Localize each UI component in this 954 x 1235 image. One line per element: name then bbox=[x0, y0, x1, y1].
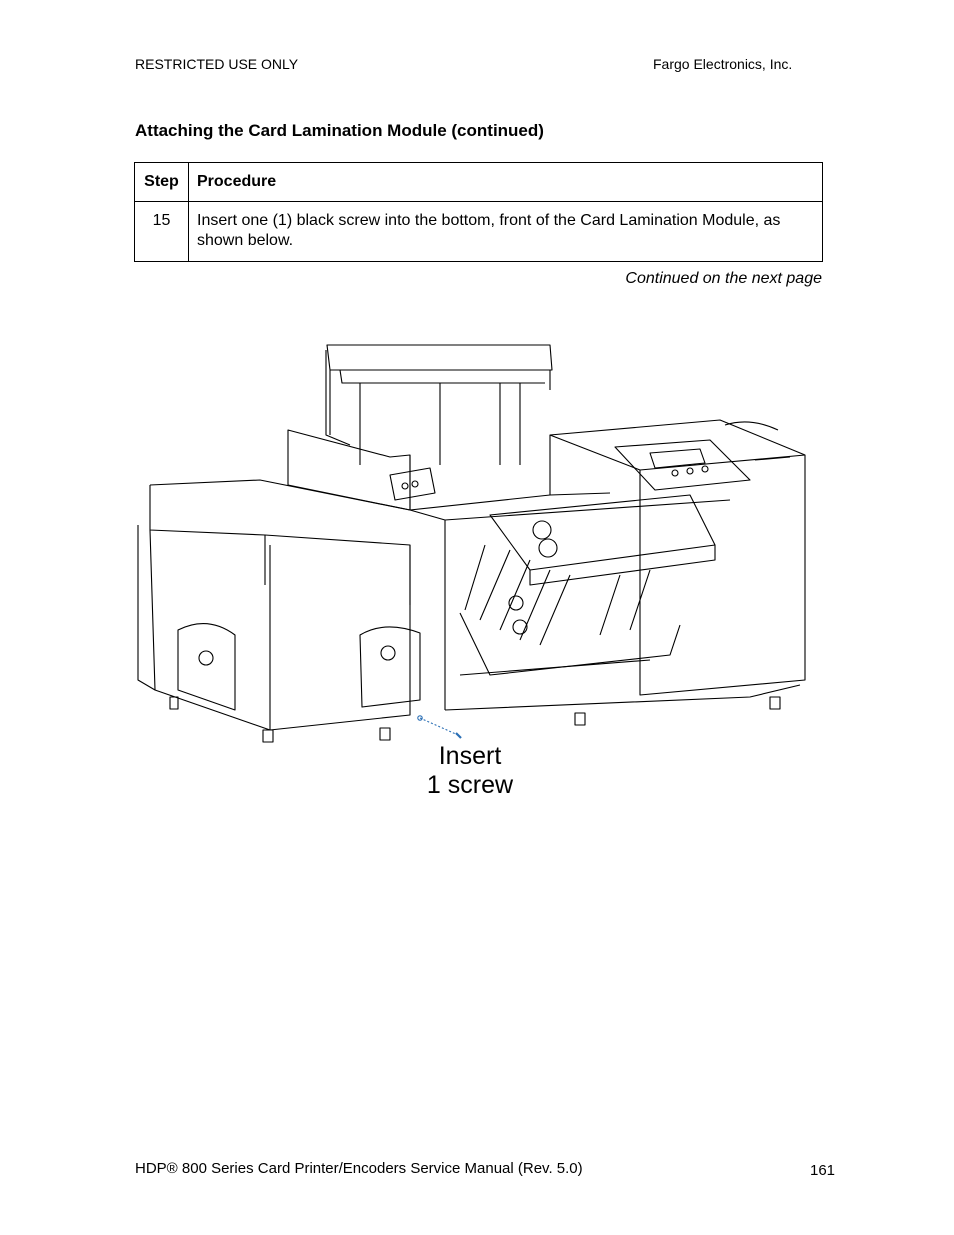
insert-screw-callout: Insert 1 screw bbox=[405, 742, 535, 800]
section-title: Attaching the Card Lamination Module (co… bbox=[135, 121, 544, 140]
callout-line-2: 1 screw bbox=[426, 771, 514, 799]
continued-note: Continued on the next page bbox=[625, 270, 822, 287]
header-restricted-notice: RESTRICTED USE ONLY bbox=[135, 56, 299, 72]
procedure-text: Insert one (1) black screw into the bott… bbox=[188, 201, 823, 262]
table-header-row: Step Procedure bbox=[134, 162, 823, 202]
callout-line-1: Insert bbox=[438, 742, 502, 770]
step-number: 15 bbox=[134, 201, 189, 262]
printer-lamination-module-illustration bbox=[137, 344, 806, 743]
procedure-column-header: Procedure bbox=[188, 162, 823, 202]
page-number: 161 bbox=[810, 1162, 836, 1179]
table-row: 15 Insert one (1) black screw into the b… bbox=[134, 201, 823, 262]
header-company: Fargo Electronics, Inc. bbox=[653, 56, 793, 72]
footer-manual-title: HDP® 800 Series Card Printer/Encoders Se… bbox=[135, 1160, 583, 1177]
step-column-header: Step bbox=[134, 162, 189, 202]
procedure-table: Step Procedure 15 Insert one (1) black s… bbox=[134, 162, 823, 262]
